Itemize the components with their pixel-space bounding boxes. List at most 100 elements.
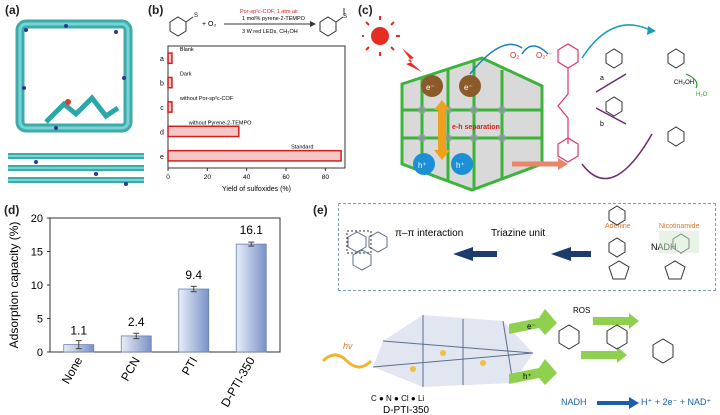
equation-arrow (597, 397, 639, 409)
panel-c-label: (c) (358, 3, 373, 17)
sulfoxide-sulfur-label: S (343, 14, 347, 20)
x-tick-label: 40 (243, 174, 251, 181)
arrow-left-2 (551, 247, 571, 261)
svg-text:e⁻: e⁻ (426, 83, 435, 92)
sulfoxide-structure (319, 8, 345, 37)
reaction-catalyst: Por-sp²c-COF, 1 atm air (240, 9, 298, 15)
category-label: D-PTI-350 (218, 354, 258, 409)
panel-e-label: (e) (313, 203, 328, 217)
atom-legend: C ● N ● Cl ● Li (371, 394, 424, 403)
electron-arrow (509, 309, 557, 335)
category-label: PTI (179, 355, 200, 378)
plot-frame (167, 45, 346, 169)
arrow-left-1 (453, 247, 473, 261)
cn-framework (372, 315, 534, 387)
nadh-conversion-structures (558, 324, 674, 364)
pi-pi-label: π–π interaction (395, 228, 463, 239)
bar-annotation: Dark (180, 71, 192, 77)
nicotinamide-label: Nicotinamide (659, 223, 700, 230)
sun-icon (362, 16, 400, 56)
ros-arrow (593, 313, 639, 329)
panel-a-structure (8, 19, 144, 186)
equation-rhs: H⁺ + 2e⁻ + NAD⁺ (641, 397, 712, 407)
category-label: b (160, 81, 164, 88)
hole-circles: h⁺ h⁺ (413, 153, 473, 175)
y-tick-label: 5 (37, 314, 43, 326)
oxygen-reagent: + O₂ (202, 21, 216, 28)
electron-label: e⁻ (527, 322, 536, 331)
triazine-label: Triazine unit (491, 228, 545, 239)
category-label: a (160, 56, 164, 63)
category-label: e (160, 154, 164, 161)
hole-label: h⁺ (523, 372, 532, 381)
y-tick-label: 0 (37, 347, 43, 359)
category-label: PCN (118, 355, 143, 384)
electron-circles: e⁻ e⁻ (421, 75, 481, 97)
yield-bar (167, 101, 173, 113)
lightning-icon (402, 48, 422, 72)
sulfur-label: S (194, 13, 198, 19)
superoxide-label: O₂·⁻ (536, 51, 552, 60)
bar-value-label: 2.4 (128, 315, 145, 329)
red-atom (65, 99, 71, 105)
panel-b-label: (b) (148, 3, 164, 17)
bar-annotation: Standard (291, 145, 313, 151)
svg-text:h⁺: h⁺ (418, 161, 427, 170)
reaction-additive: 1 mol% pyrene-2-TEMPO (242, 16, 306, 22)
yield-bar (167, 149, 342, 162)
bar-annotation: without Por-sp²c-COF (179, 96, 234, 102)
cycle-label-a: a (600, 75, 604, 82)
panel-c-mechanism: e⁻ e⁻ h⁺ h⁺ e-h separation O₂ O₂·⁻ a b C… (362, 16, 708, 192)
light-wave-icon (321, 353, 373, 369)
bar-value-label: 1.1 (70, 324, 87, 338)
bar-annotation: Blank (180, 47, 194, 53)
y-tick-label: 15 (31, 247, 43, 259)
adsorption-bar (178, 288, 210, 353)
x-tick-label: 0 (166, 174, 170, 181)
cycle-label-b: b (600, 121, 604, 128)
hv-label: hν (343, 341, 353, 351)
y-tick-label: 20 (31, 213, 43, 225)
cycle-arrow-a (595, 73, 627, 93)
reaction-scheme: S + O₂ Por-sp²c-COF, 1 atm air 1 mol% py… (169, 8, 347, 37)
yield-bar (167, 76, 173, 89)
separation-arrow-bar (438, 110, 446, 150)
yield-bar (167, 125, 240, 138)
bar-annotation: without Pyrene-2-TEMPO (188, 120, 252, 126)
inset-box (338, 203, 716, 291)
y-axis-label: Adsorption capacity (%) (7, 222, 21, 349)
separation-label: e-h separation (452, 124, 500, 131)
yield-bar (167, 52, 173, 65)
electron-path-arrow (469, 43, 523, 75)
ros-label: ROS (573, 306, 590, 315)
x-tick-label: 20 (204, 174, 212, 181)
hole-arrow (509, 359, 557, 385)
bar-value-label: 9.4 (185, 268, 202, 282)
o2-label: O₂ (510, 51, 519, 60)
thioanisole-structure (169, 16, 194, 37)
cycle-arrow-b (595, 107, 627, 125)
water-label: H₂O (696, 92, 708, 98)
category-label: d (160, 129, 164, 136)
methanol-label: CH₃OH (674, 80, 694, 86)
tempo-linker (557, 43, 579, 163)
y-tick-label: 10 (31, 280, 43, 292)
reaction-conditions: 3 W red LEDs, CH₃OH (242, 29, 298, 35)
equation-lhs: NADH (561, 397, 587, 407)
x-axis-label: Yield of sulfoxides (%) (222, 186, 291, 193)
cycle-arrow-bottom (581, 133, 653, 180)
svg-text:e⁻: e⁻ (464, 83, 473, 92)
yield-bar-chart: a Blank b Dark c without Por-sp²c-COF d without… (160, 45, 346, 193)
x-tick-label: 80 (322, 174, 330, 181)
adsorption-bar (235, 243, 267, 353)
category-label: c (160, 105, 164, 112)
panel-e-diagram: π–π interaction Triazine unit Adenine Ni… (321, 205, 712, 415)
stacked-rings-icon (347, 231, 388, 271)
svg-text:h⁺: h⁺ (456, 161, 465, 170)
adenine-label: Adenine (605, 223, 631, 230)
intermediate-structures (605, 48, 685, 147)
material-label: D-PTI-350 (383, 405, 430, 415)
guest-molecule (44, 94, 120, 124)
bar-value-label: 16.1 (240, 223, 264, 237)
